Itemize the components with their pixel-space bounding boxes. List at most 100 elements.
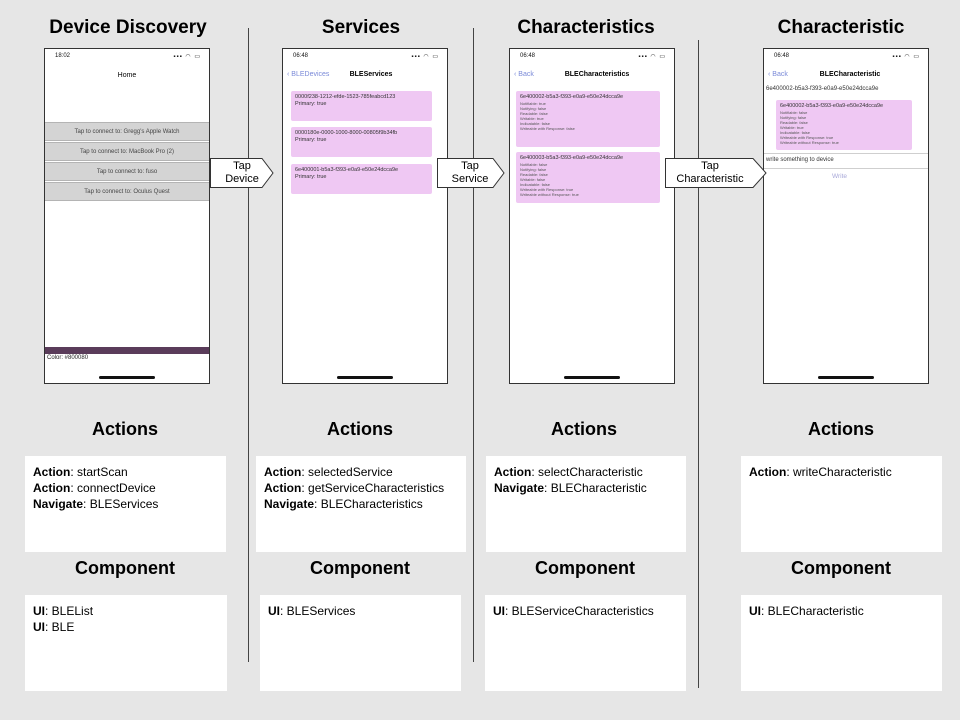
component-box-services: UI: BLEServices: [260, 595, 461, 691]
arrow-label-tap-device: Tap Device: [212, 160, 272, 186]
phone-characteristics: 06:48 ▪▪▪ ◠ ▭ ‹ Back BLECharacteristics …: [509, 48, 675, 384]
nav-title: BLECharacteristic: [819, 71, 881, 78]
status-icons: ▪▪▪ ◠ ▭: [892, 54, 920, 60]
action-key: Action: [494, 465, 532, 479]
actions-heading: Actions: [91, 419, 158, 439]
back-label: Back: [518, 71, 534, 78]
characteristic-prop: Readable: false: [780, 120, 808, 125]
service-uuid: 0000f238-1212-efde-1523-785feabcd123: [295, 94, 396, 100]
characteristic-prop: Writable: true: [780, 125, 804, 130]
action-line: Action: selectCharacteristic: [494, 465, 643, 479]
actions-box-characteristic: Action: writeCharacteristic: [741, 456, 942, 552]
component-line: UI: BLEList: [33, 604, 94, 618]
arrow-label-line: Tap: [701, 160, 719, 172]
chevron-left-icon: ‹: [768, 71, 771, 78]
arrow-tap-characteristic: [665, 158, 767, 188]
actions-box-services: Action: selectedService Action: getServi…: [256, 456, 466, 552]
back-button[interactable]: ‹ BLEDevices: [287, 71, 329, 78]
service-uuid: 0000180e-0000-1000-8000-00805f9b34fb: [295, 130, 398, 136]
back-label: Back: [772, 71, 788, 78]
component-box-characteristic: UI: BLECharacteristic: [741, 595, 942, 691]
status-bar: 06:48 ▪▪▪ ◠ ▭: [520, 53, 666, 60]
write-button[interactable]: Write: [832, 173, 848, 180]
phone-device-discovery: 18:02 ▪▪▪ ◠ ▭ Home Tap to connect to: Gr…: [44, 48, 210, 384]
chevron-left-icon: ‹: [287, 71, 290, 78]
characteristic-prop: Writeable with Response: false: [520, 126, 575, 131]
action-line: Action: connectDevice: [33, 481, 156, 495]
service-primary: Primary: true: [295, 137, 327, 143]
phone-services: 06:48 ▪▪▪ ◠ ▭ ‹ BLEDevices BLEServices 0…: [282, 48, 448, 384]
action-value: connectDevice: [77, 481, 156, 495]
color-label: Color: #800080: [47, 355, 89, 361]
arrow-tap-device: [210, 158, 274, 188]
service-card[interactable]: 6e400001-b5a3-f393-e0a9-e50e24dcca9e Pri…: [291, 164, 432, 194]
actions-heading: Actions: [807, 419, 874, 439]
status-icons: ▪▪▪ ◠ ▭: [638, 54, 666, 60]
action-line: Navigate: BLECharacteristics: [264, 497, 423, 511]
component-value: BLE: [51, 620, 75, 634]
action-key: Navigate: [33, 497, 84, 511]
input-divider: [764, 168, 928, 169]
arrow-label-line: Service: [451, 173, 489, 185]
device-list-item[interactable]: Tap to connect to: Gregg's Apple Watch: [45, 122, 209, 141]
arrow-label-tap-service: Tap Service: [439, 160, 501, 186]
action-line: Action: selectedService: [264, 465, 393, 479]
column-title-characteristics: Characteristics: [517, 17, 655, 38]
characteristic-prop: Writable: true: [520, 116, 544, 121]
status-time: 06:48: [293, 53, 309, 59]
characteristic-uuid: 6e400003-b5a3-f393-e0a9-e50e24dcca9e: [520, 155, 624, 161]
device-list-item[interactable]: Tap to connect to: Oculus Quest: [45, 182, 209, 201]
characteristic-card[interactable]: 6e400002-b5a3-f393-e0a9-e50e24dcca9e Not…: [516, 91, 660, 147]
characteristic-prop: Indicatable: false: [520, 121, 551, 126]
status-bar: 18:02 ▪▪▪ ◠ ▭: [55, 53, 201, 60]
characteristic-prop: Notifiable: false: [780, 110, 808, 115]
action-line: Action: getServiceCharacteristics: [264, 481, 445, 495]
service-primary: Primary: true: [295, 174, 327, 180]
arrow-label-line: Characteristic: [676, 173, 744, 185]
back-button[interactable]: ‹ Back: [768, 71, 788, 78]
status-time: 06:48: [520, 53, 536, 59]
action-line: Navigate: BLECharacteristic: [494, 481, 647, 495]
device-list-item[interactable]: Tap to connect to: MacBook Pro (2): [45, 142, 209, 161]
column-divider: [473, 28, 474, 662]
service-primary: Primary: true: [295, 101, 327, 107]
characteristic-prop: Notifying: false: [780, 115, 807, 120]
action-line: Action: writeCharacteristic: [749, 465, 892, 479]
component-value: BLEList: [51, 604, 94, 618]
characteristic-prop: Readable: false: [520, 111, 548, 116]
service-uuid: 6e400001-b5a3-f393-e0a9-e50e24dcca9e: [295, 167, 399, 173]
column-divider: [248, 28, 249, 662]
component-line: UI: BLE: [33, 620, 75, 634]
component-value: BLEServices: [286, 604, 356, 618]
characteristic-header-uuid: 6e400002-b5a3-f393-e0a9-e50e24dcca9e: [766, 86, 879, 92]
component-value: BLEServiceCharacteristics: [511, 604, 654, 618]
chevron-left-icon: ‹: [514, 71, 517, 78]
action-key: Navigate: [264, 497, 315, 511]
nav-title: Home: [117, 72, 137, 79]
write-input[interactable]: write something to device: [766, 157, 834, 163]
arrow-tap-service: [437, 158, 505, 188]
component-line: UI: BLEServiceCharacteristics: [493, 604, 654, 618]
action-value: BLEServices: [89, 497, 159, 511]
back-button[interactable]: ‹ Back: [514, 71, 534, 78]
device-list-item[interactable]: Tap to connect to: fuso: [45, 162, 209, 181]
characteristic-prop: Notifying: false: [520, 106, 547, 111]
home-indicator: [818, 376, 874, 379]
characteristic-prop: Writeable without Response: true: [520, 192, 579, 197]
characteristic-prop: Notifying: false: [520, 167, 547, 172]
component-key: UI: [33, 620, 45, 634]
component-heading: Component: [791, 558, 891, 578]
characteristic-prop: Writeable with Response: true: [520, 187, 574, 192]
characteristic-prop: Notifiable: false: [520, 162, 548, 167]
nav-title: BLECharacteristics: [564, 71, 630, 78]
service-card[interactable]: 0000f238-1212-efde-1523-785feabcd123 Pri…: [291, 91, 432, 121]
characteristic-prop: Writeable with Response: true: [780, 135, 834, 140]
characteristic-prop: Indicatable: false: [520, 182, 551, 187]
phone-characteristic: 06:48 ▪▪▪ ◠ ▭ ‹ Back BLECharacteristic 6…: [763, 48, 929, 384]
arrow-label-line: Device: [225, 173, 259, 185]
characteristic-card[interactable]: 6e400003-b5a3-f393-e0a9-e50e24dcca9e Not…: [516, 152, 660, 203]
service-card[interactable]: 0000180e-0000-1000-8000-00805f9b34fb Pri…: [291, 127, 432, 157]
characteristic-prop: Writeable without Response: true: [780, 140, 839, 145]
actions-box-characteristics: Action: selectCharacteristic Navigate: B…: [486, 456, 686, 552]
action-key: Action: [33, 465, 71, 479]
